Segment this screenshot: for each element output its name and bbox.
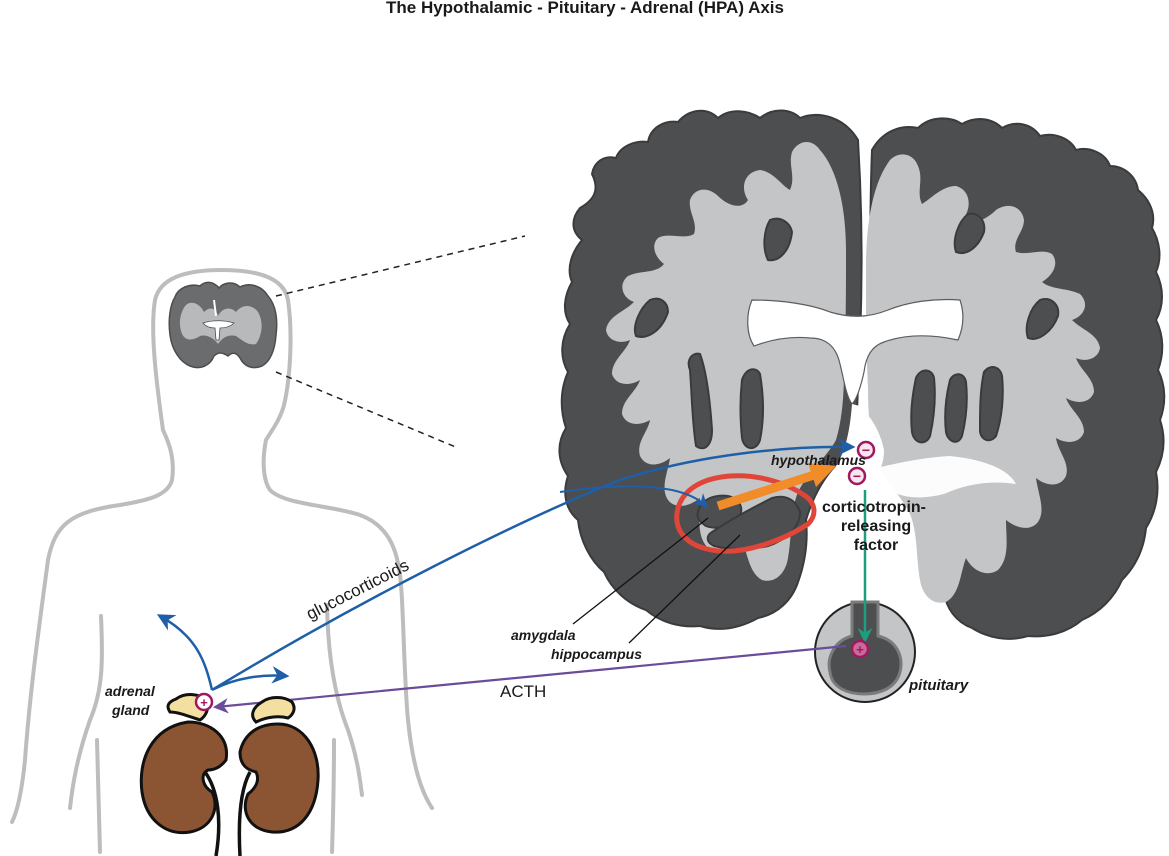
- label-hippocampus: hippocampus: [551, 646, 642, 662]
- label-crf-line1: corticotropin-: [822, 499, 926, 516]
- hippocampus-leader: [628, 534, 741, 644]
- pituitary-stimulate-marker: +: [850, 639, 870, 659]
- label-adrenal-line1: adrenal: [105, 683, 156, 699]
- zoom-line-bottom: [275, 371, 459, 449]
- coronal-brain-section: [558, 109, 1166, 640]
- label-glucocorticoids: glucocorticoids: [303, 556, 412, 624]
- small-brain-section: [168, 281, 278, 369]
- diagram-title: The Hypothalamic - Pituitary - Adrenal (…: [386, 0, 784, 17]
- right-kidney: [237, 696, 320, 856]
- kidneys: [139, 693, 320, 856]
- stimulate-symbol: +: [856, 642, 864, 657]
- amygdala-to-hypothalamus-arrow: [716, 463, 836, 511]
- adrenal-stimulate-marker: +: [194, 692, 214, 712]
- label-adrenal-line2: gland: [111, 702, 150, 718]
- label-crf-line2: releasing: [841, 518, 911, 535]
- label-amygdala: amygdala: [511, 627, 576, 643]
- amygdala-leader: [572, 517, 709, 625]
- acth-arrow: [212, 644, 847, 714]
- stimulate-symbol-adrenal: +: [200, 695, 208, 710]
- limbic-outline: [674, 473, 817, 554]
- left-kidney: [139, 693, 228, 856]
- inhibit-symbol: −: [862, 442, 870, 458]
- hypothalamus-inhibit-marker-2: −: [847, 466, 867, 486]
- label-acth: ACTH: [500, 682, 546, 701]
- glucocorticoid-arrows: [156, 438, 856, 692]
- label-crf-line3: factor: [854, 537, 898, 554]
- lateral-ventricles: [747, 298, 964, 405]
- label-hypothalamus: hypothalamus: [771, 452, 866, 468]
- inhibit-symbol-2: −: [853, 468, 861, 484]
- label-pituitary: pituitary: [908, 677, 969, 694]
- zoom-line-top: [275, 235, 526, 297]
- hypothalamus-inhibit-marker: −: [856, 440, 876, 460]
- human-body-outline: [10, 268, 434, 854]
